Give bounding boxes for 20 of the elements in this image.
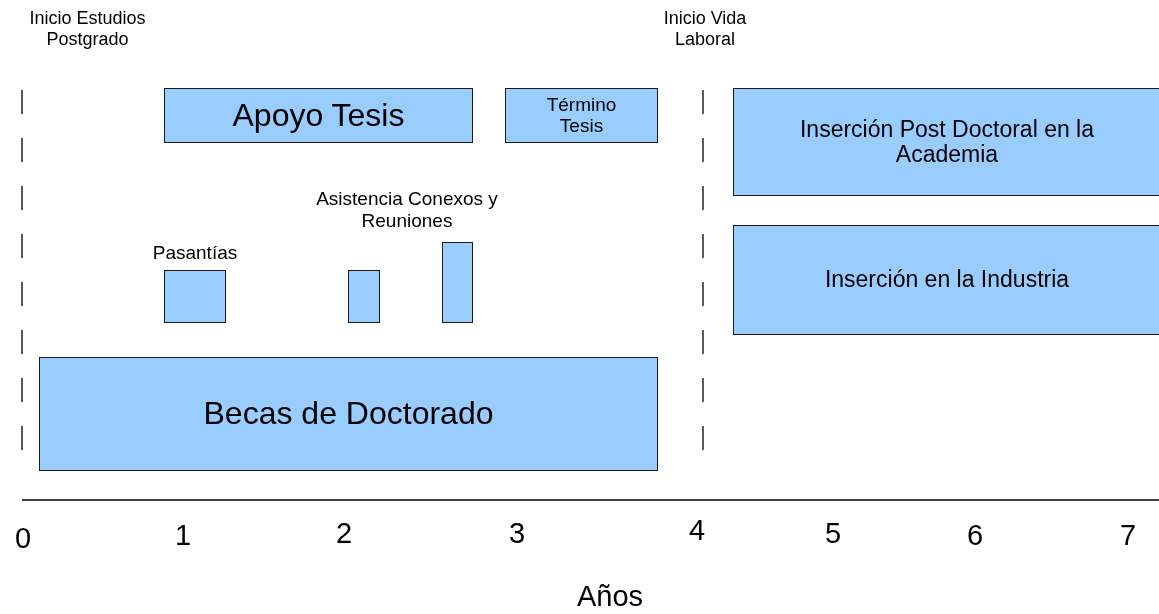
annotation: Asistencia Conexos y Reuniones [315,188,499,232]
annotation: Inicio Estudios Postgrado [28,8,147,50]
box-heading: Pasantías [151,242,239,264]
timeline-bar: Apoyo Tesis [164,88,473,143]
annotation: Inicio Vida Laboral [662,8,748,50]
tick-label: 4 [687,514,707,548]
timeline-bar [442,242,473,323]
tick-label: 3 [507,517,527,551]
tick-label: 2 [334,517,354,551]
timeline-bar: Término Tesis [505,88,658,143]
tick-label: 6 [965,519,985,553]
axis-title: Años [575,580,645,614]
timeline-bar [348,270,380,323]
timeline-bar: Inserción en la Industria [733,225,1159,335]
tick-label: 5 [823,517,843,551]
timeline-bar: Becas de Doctorado [39,357,658,471]
tick-label: 0 [13,522,33,556]
tick-label: 1 [173,519,193,553]
timeline-bar: Inserción Post Doctoral en la Academia [733,88,1159,196]
tick-label: 7 [1118,519,1138,553]
